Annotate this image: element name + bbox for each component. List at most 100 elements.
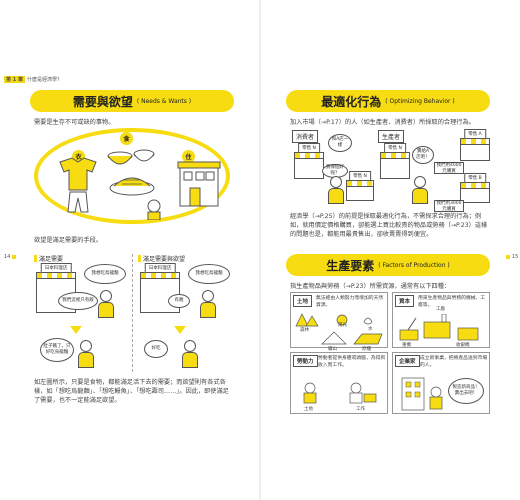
field-icon xyxy=(353,333,383,345)
needs-illustration xyxy=(59,149,221,220)
eater-thought-right: 好吃 xyxy=(144,340,168,358)
panel-left-label: 滿足需要 xyxy=(34,254,63,263)
optimizing-body: 經濟學（→P.25）的前提是採取最適化行為，不需探求合理的行為；例如，就用價定價… xyxy=(290,213,488,238)
optimizing-heading: 最適化行為 ( Optimizing Behavior ) xyxy=(286,90,490,112)
capital-item-register: 收銀機 xyxy=(456,343,470,348)
chapter-number: 第 1 章 xyxy=(4,76,25,83)
optimizing-intro: 加入市場（→P.17）的人（如生產者、消費者）所採取的合理行為。 xyxy=(290,119,475,126)
buyer-store-a: 零售 A xyxy=(460,129,490,161)
down-arrow-icon xyxy=(174,326,186,334)
eater-right xyxy=(182,340,198,368)
consumer-label: 消費者 xyxy=(292,130,319,143)
producer-store: 零售 N xyxy=(380,143,410,179)
production-heading: 生產要素 ( Factors of Production ) xyxy=(286,254,490,276)
label-bar-icon xyxy=(138,255,141,262)
entrepreneur-illustration xyxy=(401,377,443,411)
land-item-forest: 森林 xyxy=(300,328,309,333)
capital-item-factory: 工廠 xyxy=(436,307,445,312)
head xyxy=(184,340,196,352)
food-icon xyxy=(107,149,155,196)
customer-speech-right: 我想吃鳥龍麵 xyxy=(188,264,230,284)
land-tag: 土地 xyxy=(293,295,313,307)
heading-zh: 需要與欲望 xyxy=(72,94,133,109)
store-body xyxy=(460,189,490,203)
mine-icon xyxy=(321,331,347,345)
heading-en: ( Factors of Production ) xyxy=(378,261,450,269)
store-sign: 零售 N xyxy=(349,171,371,181)
water-icon xyxy=(363,317,373,325)
capital-item-machine: 重機 xyxy=(402,343,411,348)
consumer-speech: 和A店一樣 xyxy=(328,134,352,152)
person-icon xyxy=(147,199,161,220)
eater-left xyxy=(78,340,94,368)
left-store-sign: 日本料理店 xyxy=(40,263,72,273)
awning xyxy=(380,152,410,159)
offer-1: 我們用4000元購買 xyxy=(434,162,464,174)
head xyxy=(330,176,342,188)
office-worker-icon xyxy=(349,382,377,404)
land-desc: 無法經由人類努力而增加的天然資源。 xyxy=(316,296,384,308)
store-body xyxy=(460,145,490,161)
needs-ellipse xyxy=(34,128,230,224)
house-icon xyxy=(177,161,221,207)
heading-zh: 生產要素 xyxy=(326,258,375,273)
awning xyxy=(460,182,490,189)
land-item-mine: 礦山 xyxy=(328,347,337,352)
eater-thought-left: 肚子餓了，只好吃烏龍麵 xyxy=(40,338,74,362)
torso xyxy=(182,352,198,368)
store-body xyxy=(346,187,374,201)
factory-icon xyxy=(423,314,451,339)
machine-icon xyxy=(399,317,419,341)
needs-intro: 需要是生存不可或缺的事物。 xyxy=(34,119,115,126)
worker-icon xyxy=(303,382,317,404)
clothing-icon xyxy=(59,157,97,213)
torso xyxy=(200,302,216,318)
customer-speech-left: 我想吃鳥龍麵 xyxy=(84,264,126,284)
food-badge: 食 xyxy=(120,132,133,145)
torso xyxy=(78,352,94,368)
panel-divider xyxy=(132,254,133,372)
right-page-number: 15 xyxy=(504,254,518,260)
capital-desc: 用來生產物品與勞務的機械、工廠等。 xyxy=(418,296,486,308)
needs-wants-heading: 需要與欲望 ( Needs & Wants ) xyxy=(30,90,234,112)
head xyxy=(202,290,214,302)
producer-label: 生產者 xyxy=(378,130,405,143)
capital-tag: 資本 xyxy=(395,295,415,307)
labor-item-2: 工作 xyxy=(356,407,365,412)
heading-en: ( Needs & Wants ) xyxy=(136,97,192,105)
page-gutter xyxy=(259,0,261,500)
right-store-sign: 日本料理店 xyxy=(144,263,176,273)
customer-right xyxy=(200,290,216,318)
store-sign: 零售 N xyxy=(384,143,406,153)
right-page-number-text: 15 xyxy=(512,254,519,260)
customer-left xyxy=(98,290,114,318)
producer-speech: 賣給A店吧！ xyxy=(412,146,434,164)
consumer-person xyxy=(328,176,344,204)
left-page-number-text: 14 xyxy=(4,254,11,260)
land-item-water: 水 xyxy=(368,327,373,332)
staff-speech-left: 我們這裡只有飯 xyxy=(58,292,98,310)
awning xyxy=(346,180,374,187)
store-body xyxy=(294,159,324,179)
panel-left-label-text: 滿足需要 xyxy=(39,256,64,263)
land-item-sun: 陽光 xyxy=(338,323,347,328)
register-icon xyxy=(457,327,479,341)
labor-item-1: 土地 xyxy=(304,407,313,412)
buyer-store-b: 零售 B xyxy=(460,173,490,203)
bottom-explanation: 如左圖所示，只要是食物，都能滿足活下去的需要；而欲望則有各式各樣，如「想吃烏龍麵… xyxy=(34,379,229,404)
entrepreneur-desc: 成立新事業，把將產品送到市場的人。 xyxy=(420,356,488,368)
store-sign: 零售 N xyxy=(298,143,320,153)
heading-en: ( Optimizing Behavior ) xyxy=(385,97,455,105)
head xyxy=(80,340,92,352)
business-person-icon xyxy=(429,386,443,410)
store-sign: 零售 A xyxy=(464,129,486,139)
entrepreneur-speech: 製造新商品！賣出去吧！ xyxy=(448,378,484,404)
production-intro: 指生產物品與勞務（→P.23）所需資源，通常有以下四種： xyxy=(290,283,451,290)
labor-tag: 勞動力 xyxy=(293,355,318,367)
panel-right-label: 滿足需要與欲望 xyxy=(138,254,185,263)
heading-zh: 最適化行為 xyxy=(321,94,382,109)
entrepreneur-tag: 企業家 xyxy=(395,355,420,367)
land-item-field: 原糧 xyxy=(362,347,371,352)
page-dot-icon xyxy=(12,254,17,259)
